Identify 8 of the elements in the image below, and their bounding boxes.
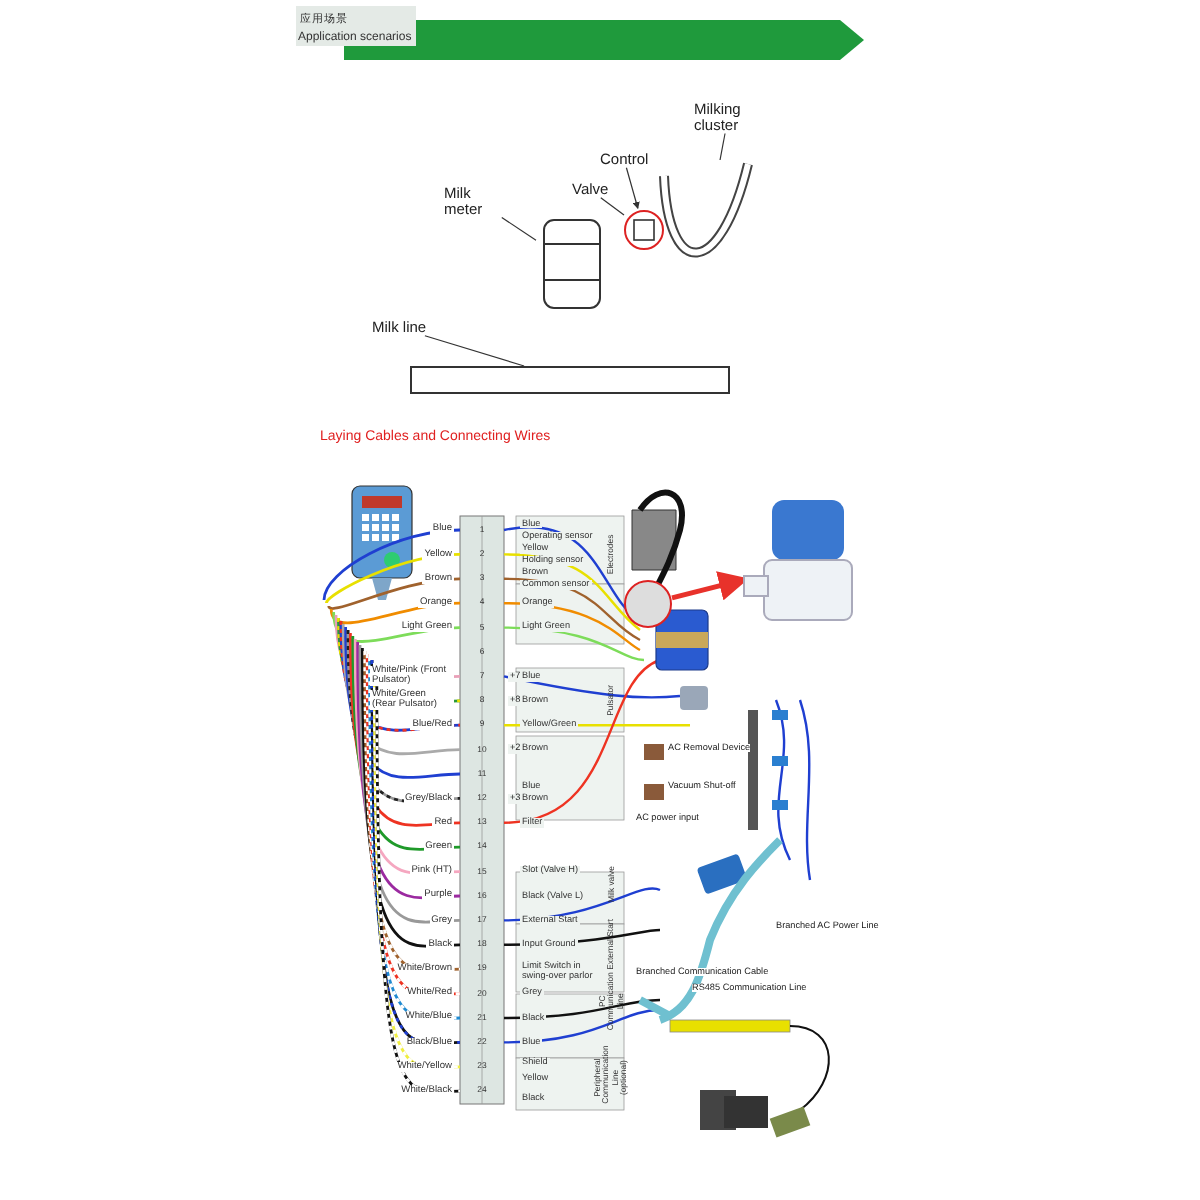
leader-line <box>424 335 525 367</box>
leader-line <box>719 132 726 161</box>
milk-line-pipe-drawing <box>410 366 730 394</box>
leader-line <box>501 216 537 241</box>
valve-drawing <box>624 208 664 252</box>
circled-valve-drawing <box>624 580 672 628</box>
leader-line <box>600 197 625 216</box>
arrow <box>625 167 640 210</box>
